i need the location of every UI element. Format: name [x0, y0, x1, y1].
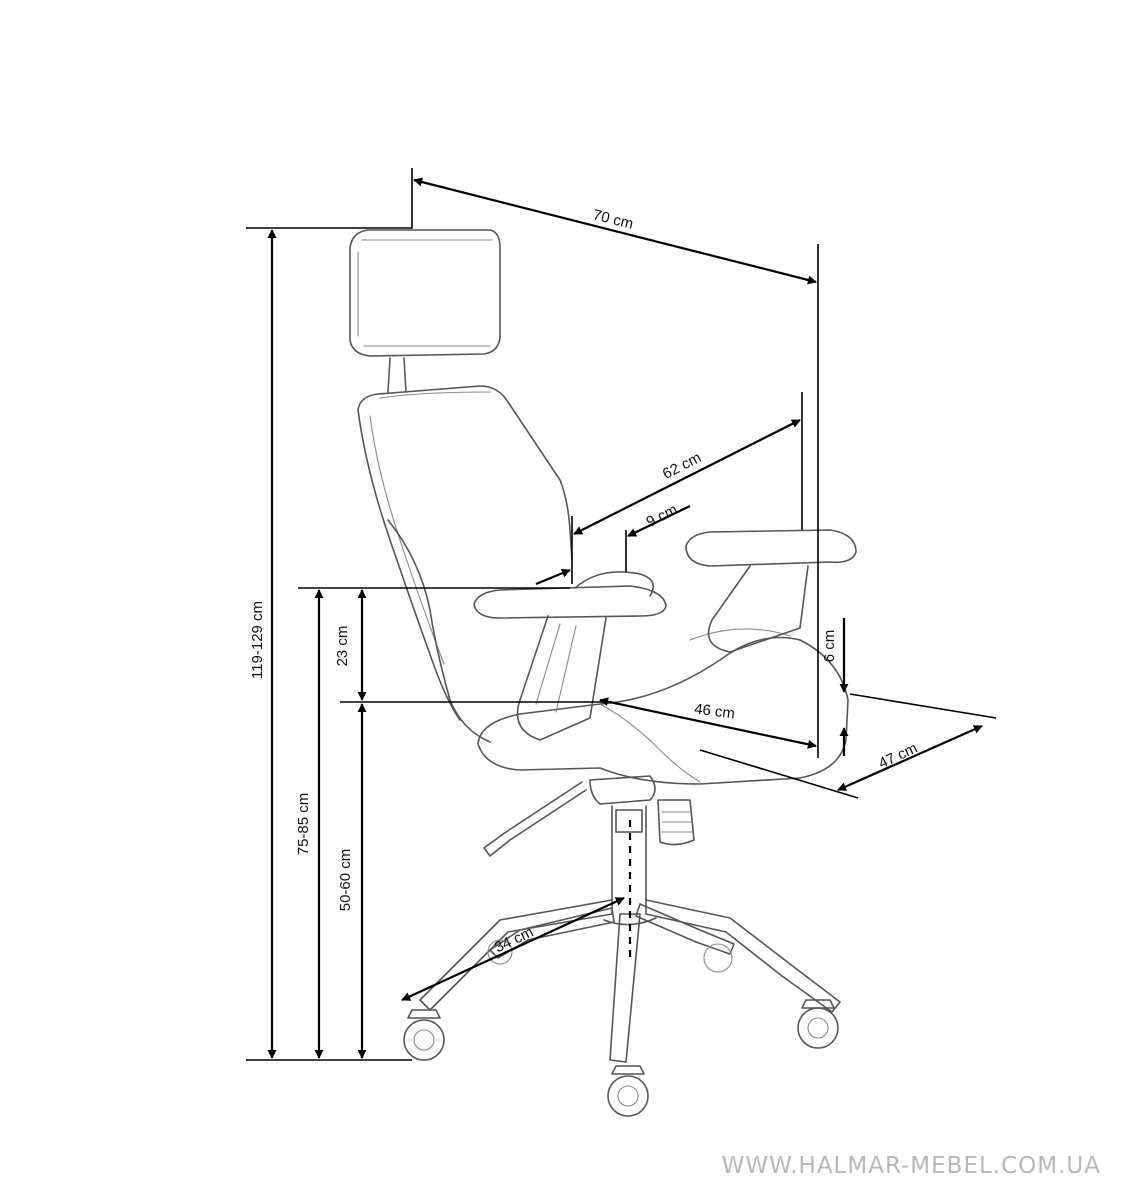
dimension-lines — [246, 168, 997, 1061]
dim-line-9b — [627, 505, 691, 537]
label-depth-total: 70 cm — [591, 206, 635, 232]
watermark: WWW.HALMAR-MEBEL.COM.UA — [721, 1153, 1101, 1179]
seat — [477, 571, 849, 785]
label-armrest-above-seat: 23 cm — [334, 626, 351, 667]
headrest — [349, 229, 501, 393]
dim-line-70 — [413, 177, 817, 285]
gas-lift — [483, 775, 695, 901]
label-seat-width: 47 cm — [876, 740, 920, 773]
label-base-radius: 34 cm — [492, 924, 536, 957]
armrest-left — [473, 585, 667, 741]
dimension-labels: 70 cm 119-129 cm 75-85 cm 23 cm 50-60 cm… — [249, 206, 920, 956]
label-backrest-cushion: 9 cm — [644, 501, 681, 531]
label-seat-depth: 46 cm — [693, 701, 736, 723]
dim-line-34 — [401, 897, 625, 1001]
label-height-armrest: 75-85 cm — [295, 793, 312, 856]
dim-line-62 — [573, 419, 801, 535]
office-chair-icon — [349, 229, 857, 1117]
dim-line-46 — [599, 697, 817, 749]
label-seat-thickness: 6 cm — [821, 630, 838, 663]
label-backrest-depth: 62 cm — [660, 449, 704, 483]
label-height-seat: 50-60 cm — [337, 849, 354, 912]
dim-line-9 — [535, 568, 571, 586]
label-height-total: 119-129 cm — [249, 601, 266, 679]
dim-line-47 — [837, 724, 983, 792]
backrest — [357, 385, 573, 743]
casters — [403, 939, 839, 1117]
